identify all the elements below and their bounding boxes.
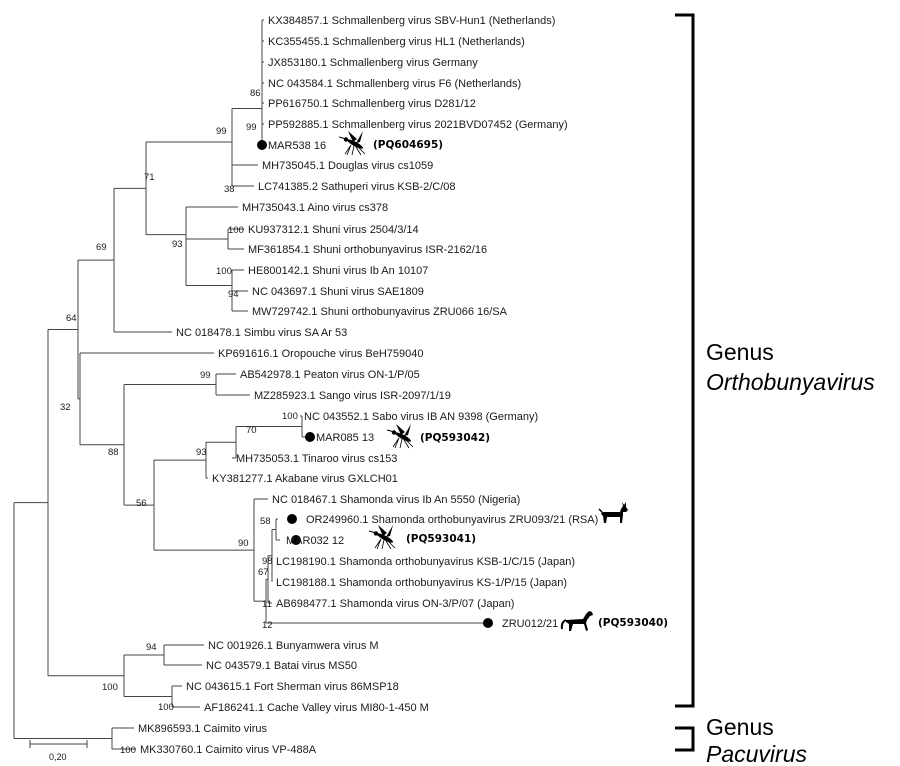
taxon-labels: KX384857.1 Schmallenberg virus SBV-Hun1 … [138,15,598,756]
sample-marker-dot [291,535,301,545]
bootstrap-value: 100 [216,266,232,277]
bootstrap-value: 58 [260,516,271,527]
accession-label: (PQ604695) [373,139,443,151]
genus-orthobunyavirus-prefix: Genus [706,339,774,365]
taxon-label: MZ285923.1 Sango virus ISR-2097/1/19 [254,390,451,402]
genus-orthobunyavirus-name: Orthobunyavirus [706,369,875,395]
bootstrap-value: 100 [158,702,174,713]
bootstrap-value: 56 [136,498,147,509]
bootstrap-value: 12 [262,620,273,631]
accession-label: (PQ593040) [598,617,668,629]
bootstrap-value: 11 [262,599,272,610]
taxon-label: MAR032 12 [286,535,344,547]
taxon-label: KU937312.1 Shuni virus 2504/3/14 [248,224,419,236]
taxon-label: NC 043697.1 Shuni virus SAE1809 [252,286,424,298]
bootstrap-value: 100 [228,225,244,236]
sample-markers [257,140,493,628]
taxon-label: LC741385.2 Sathuperi virus KSB-2/C/08 [258,181,456,193]
taxon-label: MK896593.1 Caimito virus [138,723,268,735]
scale-bar-label: 0,20 [49,752,67,762]
bootstrap-value: 99 [246,122,257,133]
mosquito-icon [368,524,396,550]
bootstrap-value: 93 [172,239,183,250]
bootstrap-value: 94 [228,289,239,300]
bootstrap-value: 86 [250,88,261,99]
taxon-label: MW729742.1 Shuni orthobunyavirus ZRU066 … [252,306,508,318]
taxon-label: KP691616.1 Oropouche virus BeH759040 [218,348,423,360]
sample-marker-dot [257,140,267,150]
taxon-label: LC198190.1 Shamonda orthobunyavirus KSB-… [276,556,575,568]
sample-marker-dot [483,618,493,628]
taxon-label: AB542978.1 Peaton virus ON-1/P/05 [240,369,420,381]
pacuvirus-bracket [675,726,695,752]
bootstrap-value: 99 [200,370,211,381]
bootstrap-value: 100 [120,745,136,756]
taxon-label: KC355455.1 Schmallenberg virus HL1 (Neth… [268,36,525,48]
taxon-label: NC 018467.1 Shamonda virus Ib An 5550 (N… [272,494,520,506]
taxon-label: LC198188.1 Shamonda orthobunyavirus KS-1… [276,577,567,589]
taxon-label: MAR538 16 [268,140,326,152]
bootstrap-value: 70 [246,425,257,436]
taxon-label: ZRU012/21 [502,618,558,630]
taxon-label: NC 001926.1 Bunyamwera virus M [208,640,379,652]
bootstrap-value: 98 [262,556,273,567]
host-icons: (PQ604695) (PQ593042) (PQ593041) (PQ593040) [338,130,668,632]
bootstrap-value: 69 [96,242,107,253]
taxon-label: NC 043584.1 Schmallenberg virus F6 (Neth… [268,78,521,90]
taxon-label: PP592885.1 Schmallenberg virus 2021BVD07… [268,119,568,131]
taxon-label: AB698477.1 Shamonda virus ON-3/P/07 (Jap… [276,598,514,610]
sample-marker-dot [287,514,297,524]
taxon-label: KY381277.1 Akabane virus GXLCH01 [212,473,398,485]
bootstrap-value: 94 [146,642,157,653]
scale-bar: 0,20 [29,740,88,762]
taxon-label: MH735043.1 Aino virus cs378 [242,202,388,214]
taxon-label: MF361854.1 Shuni orthobunyavirus ISR-216… [248,244,487,256]
accession-label: (PQ593042) [420,432,490,444]
taxon-label: NC 018478.1 Simbu virus SA Ar 53 [176,327,347,339]
taxon-label: NC 043579.1 Batai virus MS50 [206,660,357,672]
bootstrap-value: 99 [216,126,227,137]
bootstrap-value: 71 [144,172,155,183]
taxon-label: MK330760.1 Caimito virus VP-488A [140,744,317,756]
sample-marker-dot [305,432,315,442]
taxon-label: NC 043552.1 Sabo virus IB AN 9398 (Germa… [304,411,538,423]
orthobunyavirus-bracket [675,13,695,708]
mosquito-icon [386,423,414,449]
bootstrap-value: 88 [108,447,119,458]
bootstrap-value: 100 [102,682,118,693]
taxon-label: OR249960.1 Shamonda orthobunyavirus ZRU0… [306,514,598,526]
bootstrap-value: 100 [282,411,298,422]
accession-label: (PQ593041) [406,533,476,545]
horse-icon [560,610,594,632]
taxon-label: KX384857.1 Schmallenberg virus SBV-Hun1 … [268,15,555,27]
taxon-label: HE800142.1 Shuni virus Ib An 10107 [248,265,428,277]
bootstrap-value: 90 [238,538,249,549]
taxon-label: MAR085 13 [316,432,374,444]
goat-icon [598,501,629,524]
taxon-label: MH735053.1 Tinaroo virus cs153 [236,453,397,465]
bootstrap-value: 32 [60,402,71,413]
bootstrap-value: 67 [258,567,269,578]
bootstrap-value: 64 [66,313,77,324]
tree-branches [13,19,484,750]
taxon-label: MH735045.1 Douglas virus cs1059 [262,160,433,172]
taxon-label: NC 043615.1 Fort Sherman virus 86MSP18 [186,681,399,693]
taxon-label: PP616750.1 Schmallenberg virus D281/12 [268,98,476,110]
bootstrap-value: 38 [224,184,235,195]
bootstrap-value: 93 [196,447,207,458]
taxon-label: AF186241.1 Cache Valley virus MI80-1-450… [204,702,429,714]
genus-pacuvirus-prefix: Genus [706,714,774,740]
genus-pacuvirus-name: Pacuvirus [706,741,807,766]
bootstrap-values: 86 99 99 71 38 69 93 100 100 94 64 99 100 70 93 32 88 58 9… [60,88,298,756]
taxon-label: JX853180.1 Schmallenberg virus Germany [268,57,478,69]
mosquito-icon [338,130,366,156]
